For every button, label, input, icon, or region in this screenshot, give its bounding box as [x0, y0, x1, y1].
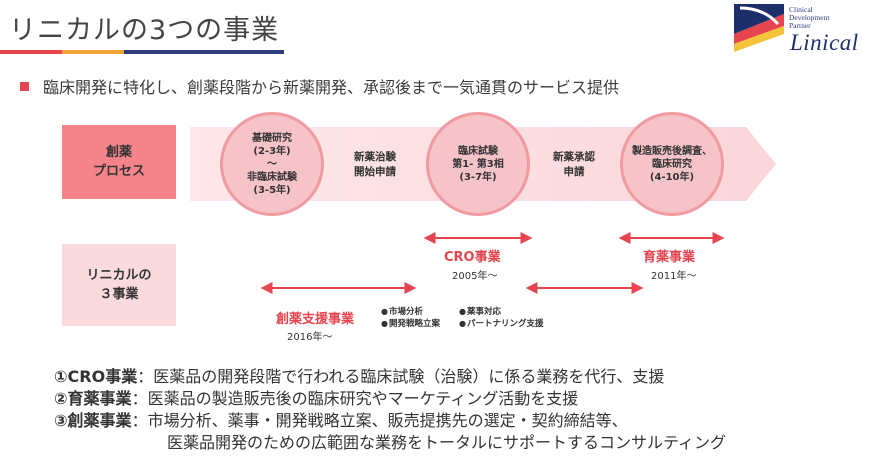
- milestone-nda: 新薬承認 申請: [553, 151, 595, 178]
- row-label-process: 創薬 プロセス: [62, 125, 176, 199]
- description-label: ①CRO事業: [54, 367, 138, 386]
- page-title: リニカルの3つの事業: [9, 15, 280, 46]
- description-text: 医薬品開発のための広範囲な業務をトータルにサポートするコンサルティング: [167, 433, 727, 452]
- intro-text: 臨床開発に特化し、創薬段階から新薬開発、承認後まで一気通貫のサービス提供: [43, 78, 620, 97]
- description-soyaku: ③創薬事業：市場分析、薬事・開発戦略立案、販売提携先の選定・契約締結等、: [54, 410, 628, 432]
- logo-tagline: Clinical Development Partner: [789, 5, 830, 30]
- title-rule-red: [0, 50, 62, 54]
- soyaku-services-list-b: 薬事対応 パートナリング支援: [459, 306, 544, 330]
- soyaku-business-year: 2016年～: [287, 332, 333, 343]
- description-text: ：市場分析、薬事・開発戦略立案、販売提携先の選定・契約締結等、: [131, 411, 628, 430]
- title-rule-navy: [124, 50, 284, 54]
- stage-circle-research: 基礎研究 (2-3年) ～ 非臨床試験 (3-5年): [220, 112, 324, 216]
- logo-wordmark: Linical: [790, 30, 859, 55]
- logo-flag-icon: [734, 4, 784, 52]
- description-soyaku-continued: 医薬品開発のための広範囲な業務をトータルにサポートするコンサルティング: [167, 432, 726, 454]
- ikuyaku-business-name: 育薬事業: [643, 250, 696, 265]
- soyaku-business-name: 創薬支援事業: [276, 312, 355, 327]
- description-cro: ①CRO事業：医薬品の開発段階で行われる臨床試験（治験）に係る業務を代行、支援: [54, 366, 664, 388]
- stage-circle-postmarket: 製造販売後調査、 臨床研究 (4-10年): [620, 112, 724, 216]
- description-text: ：医薬品の製造販売後の臨床研究やマーケティング活動を支援: [131, 389, 579, 408]
- milestone-ind: 新薬治験 開始申請: [354, 151, 396, 178]
- cro-business-year: 2005年～: [452, 271, 498, 282]
- row-label-business: リニカルの ３事業: [62, 244, 176, 326]
- bullet-square-icon: [20, 81, 29, 91]
- service-item: 市場分析: [381, 306, 440, 318]
- soyaku-services-list-a: 市場分析 開発戦略立案: [381, 306, 440, 330]
- title-rule-orange: [62, 50, 124, 54]
- service-item: 薬事対応: [459, 306, 544, 318]
- ikuyaku-business-year: 2011年～: [651, 271, 697, 282]
- linical-logo: Clinical Development Partner Linical: [734, 4, 874, 56]
- intro-bullet: 臨床開発に特化し、創薬段階から新薬開発、承認後まで一気通貫のサービス提供: [20, 74, 619, 98]
- service-item: 開発戦略立案: [381, 318, 440, 330]
- description-ikuyaku: ②育薬事業：医薬品の製造販売後の臨床研究やマーケティング活動を支援: [54, 388, 578, 410]
- cro-business-name: CRO事業: [444, 250, 501, 265]
- description-text: ：医薬品の開発段階で行われる臨床試験（治験）に係る業務を代行、支援: [137, 367, 665, 386]
- service-item: パートナリング支援: [459, 318, 544, 330]
- description-label: ③創薬事業: [54, 411, 132, 430]
- description-label: ②育薬事業: [54, 389, 132, 408]
- stage-circle-clinical: 臨床試験 第1- 第3相 (3-7年): [426, 112, 530, 216]
